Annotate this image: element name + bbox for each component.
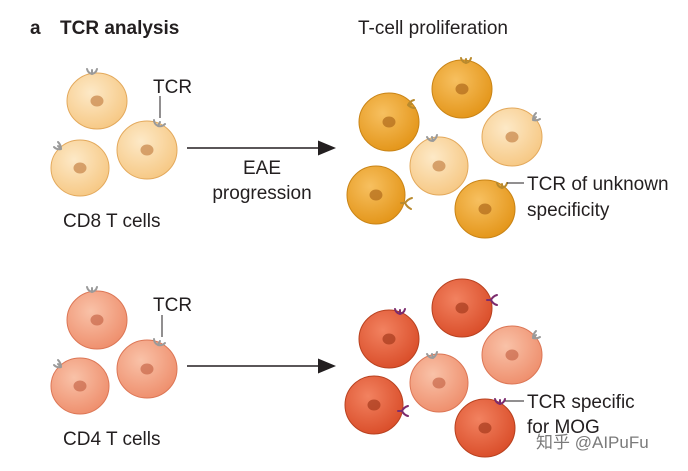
expanded-cd4-cell: [344, 375, 409, 435]
cd8-cell: [50, 139, 110, 197]
tcr-receptor-icon: [153, 119, 166, 128]
cd8-tcr-label: TCR: [153, 77, 192, 98]
expanded-cd4-cell: [431, 278, 498, 338]
cd8-cell-group: [50, 68, 178, 197]
tcr-mog-icon: [397, 405, 409, 417]
cd8-proliferated-cluster: [346, 57, 543, 239]
expanded-cd4-cell: [358, 308, 420, 369]
expanded-cd8-cell: [454, 179, 516, 239]
cd4-cell: [409, 351, 469, 413]
expanded-cd8-cell: [358, 92, 420, 152]
tcr-unknown-annotation-line1: TCR of unknown: [527, 174, 669, 195]
expanded-cd8-cell: [431, 57, 493, 119]
expanded-cd4-cell: [454, 398, 516, 458]
cd8-cell: [66, 68, 128, 130]
arrow-label-progression: progression: [212, 183, 311, 204]
tcr-receptor-icon: [426, 351, 438, 359]
proliferation-title: T-cell proliferation: [358, 18, 508, 39]
cd8-cells-label: CD8 T cells: [63, 211, 161, 232]
tcr-receptor-icon: [532, 112, 541, 122]
cd4-cell: [66, 286, 128, 350]
panel-letter: a: [30, 18, 41, 39]
tcr-unknown-annotation-line2: specificity: [527, 200, 610, 221]
tcr-unknown-icon: [496, 182, 508, 189]
cd8-cell: [481, 107, 543, 167]
tcr-mog-icon: [394, 308, 406, 315]
panel-title: TCR analysis: [60, 18, 179, 39]
tcr-receptor-icon: [86, 286, 98, 293]
arrow-label-eae: EAE: [243, 158, 281, 179]
tcr-mog-annotation-line2: for MOG: [527, 417, 600, 438]
expanded-cd8-cell: [346, 165, 413, 225]
tcr-unknown-icon: [407, 99, 416, 109]
cd4-cell: [50, 357, 110, 415]
tcr-receptor-icon: [53, 359, 62, 369]
tcr-unknown-icon: [400, 197, 413, 210]
cd4-cell-group: [50, 286, 178, 415]
cd4-cell: [481, 325, 543, 385]
cd4-cells-label: CD4 T cells: [63, 429, 161, 450]
tcr-mog-icon: [486, 294, 498, 306]
cd4-cell: [116, 338, 178, 399]
tcr-unknown-icon: [460, 57, 472, 64]
cd8-cell: [409, 134, 469, 196]
tcr-mog-icon: [494, 398, 506, 405]
tcr-mog-annotation-line1: TCR specific: [527, 392, 635, 413]
tcr-receptor-icon: [426, 134, 438, 142]
cd4-tcr-label: TCR: [153, 295, 192, 316]
cd8-cell: [116, 119, 178, 180]
tcr-receptor-icon: [153, 338, 166, 347]
watermark-text: 知乎 @AIPuFu: [536, 433, 649, 452]
tcr-receptor-icon: [53, 141, 62, 151]
tcr-receptor-icon: [532, 330, 541, 340]
cd4-proliferated-cluster: [344, 278, 543, 458]
tcr-receptor-icon: [86, 68, 98, 75]
